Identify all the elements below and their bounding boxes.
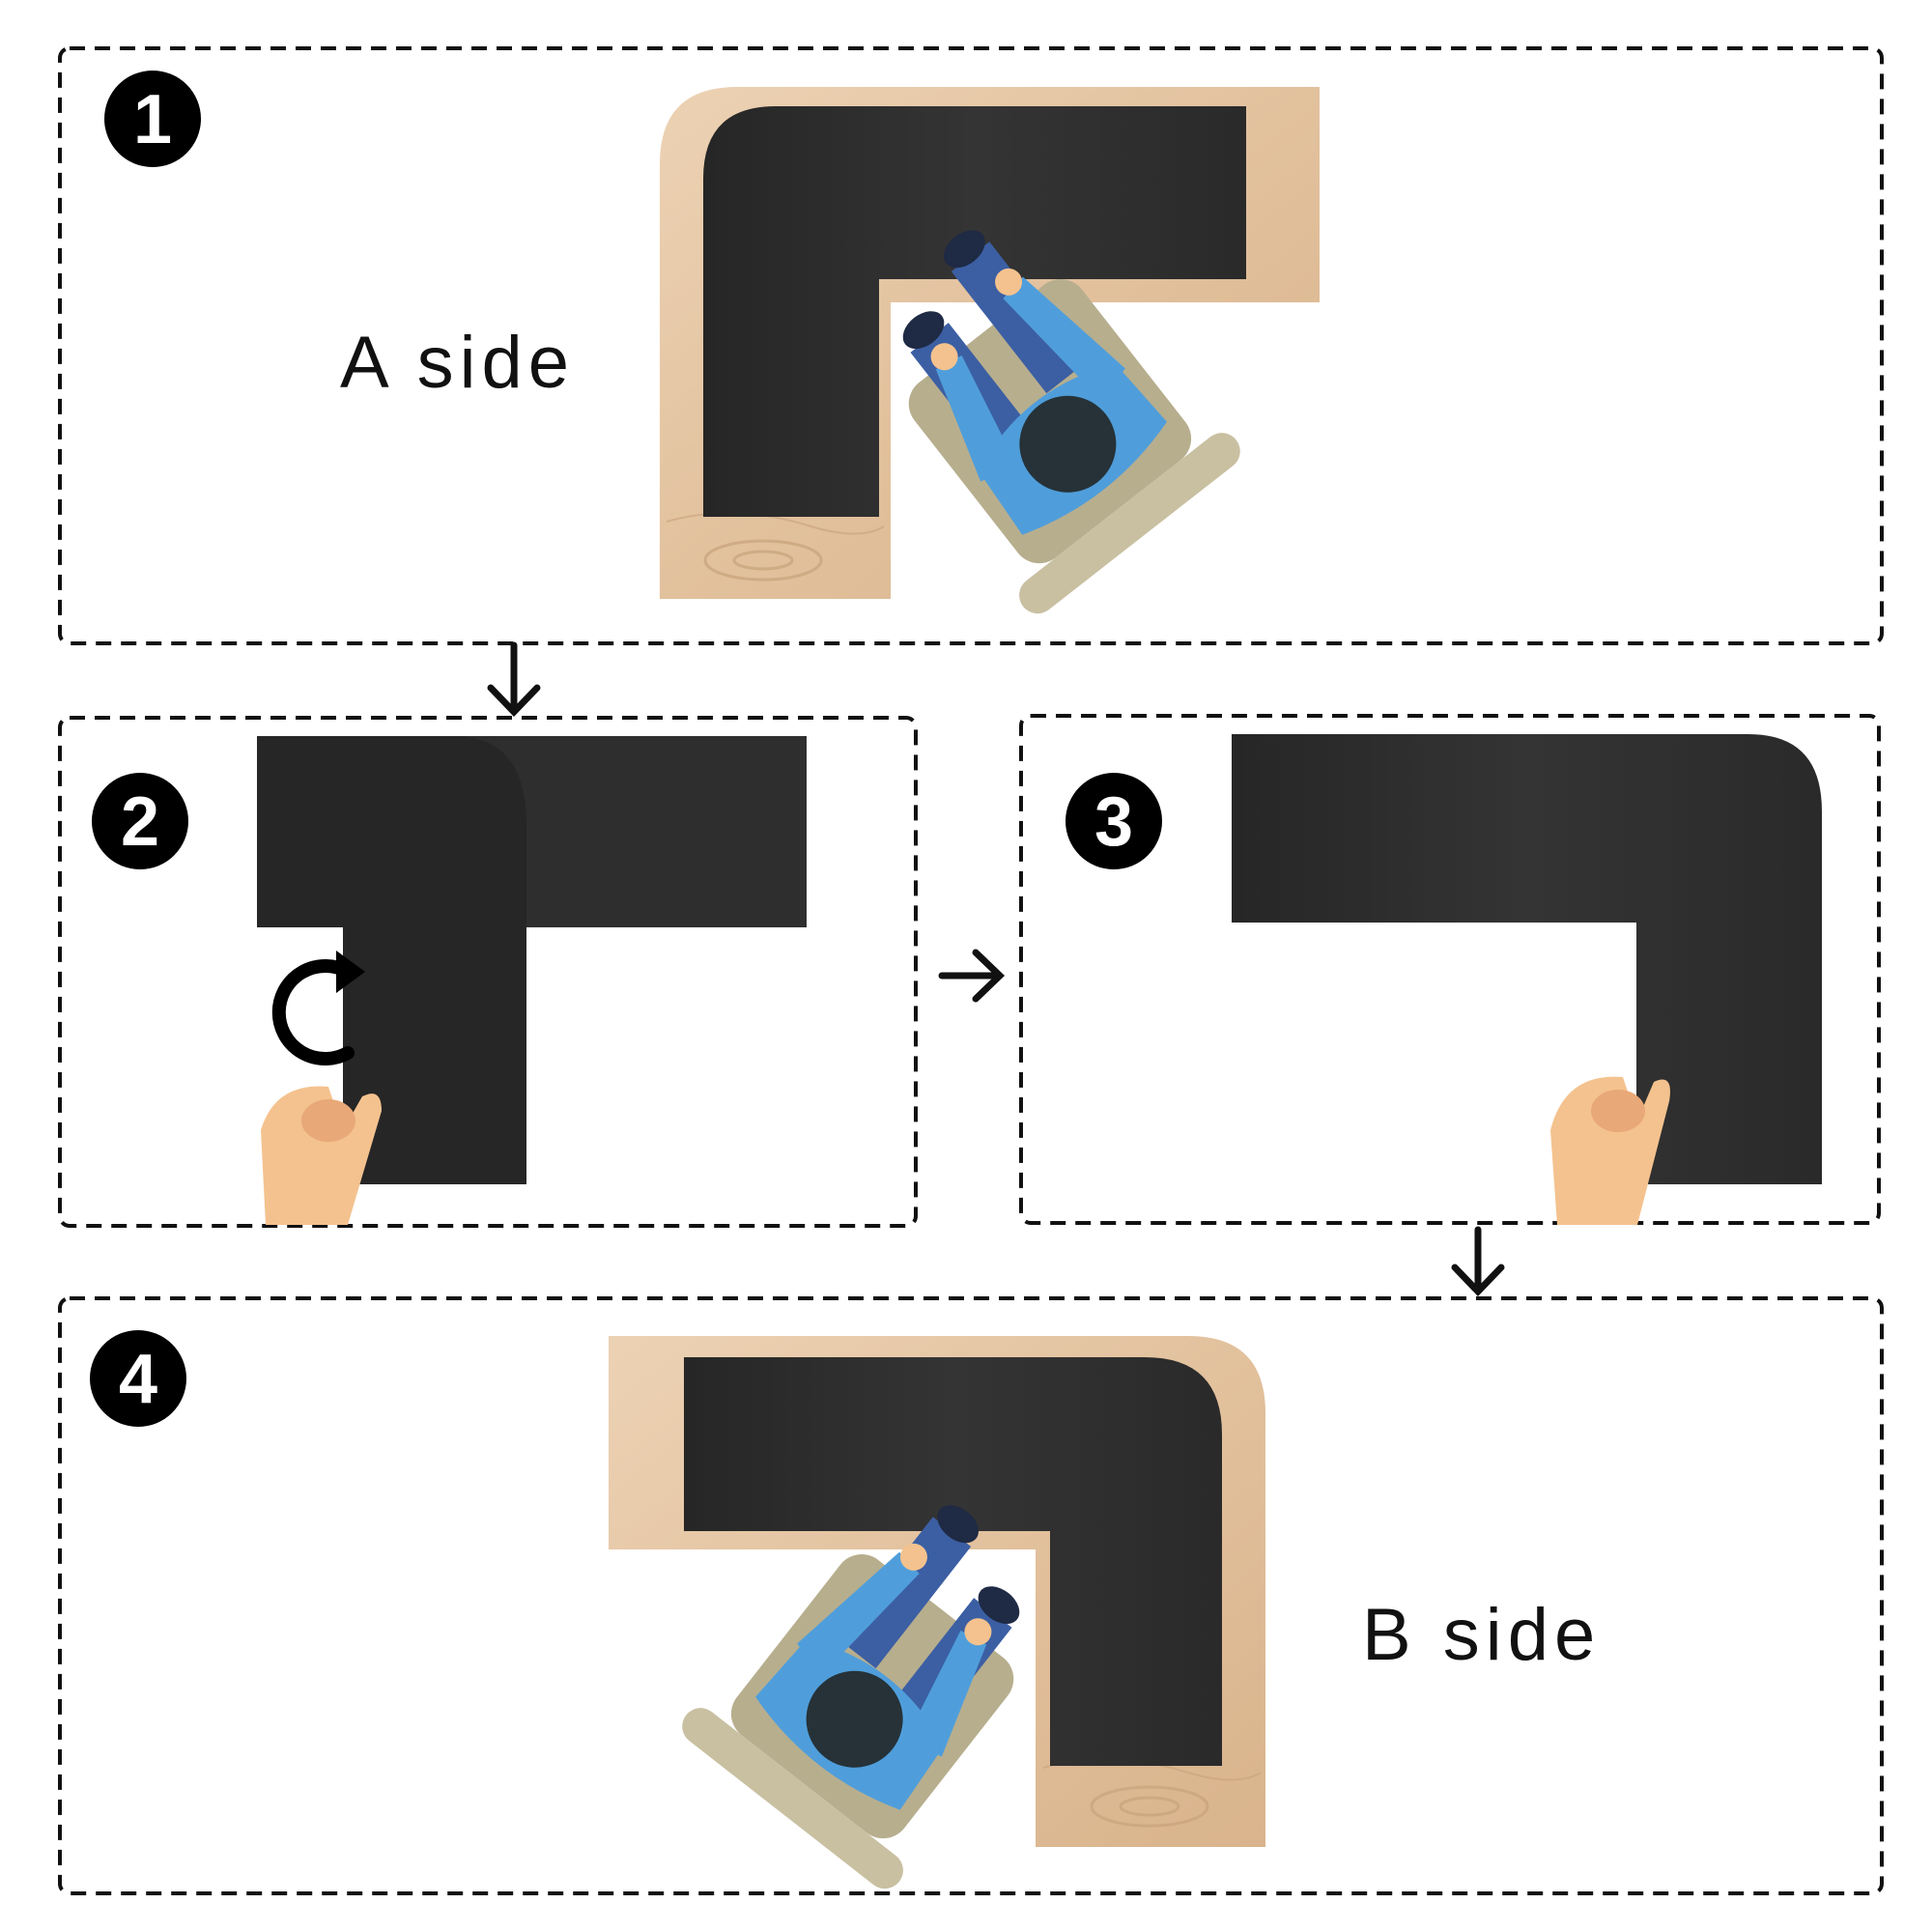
- step-number: 3: [1094, 783, 1133, 861]
- a-side-label: A side: [340, 322, 575, 404]
- step-3-badge: 3: [1065, 773, 1162, 869]
- person-at-desk-icon: [902, 230, 1240, 614]
- mat-flipped: [1232, 734, 1822, 1184]
- hand-icon: [1550, 1076, 1670, 1225]
- step-1-badge: 1: [104, 71, 201, 167]
- desk-mat: [703, 106, 1246, 517]
- arrow-down-icon: [1451, 1226, 1505, 1297]
- step-number: 4: [119, 1341, 157, 1418]
- desk-mat: [684, 1357, 1222, 1766]
- mat-underside-flap: [454, 736, 807, 927]
- person-at-desk-icon: [682, 1505, 1020, 1889]
- mat-folding: [257, 736, 526, 1184]
- step-4-badge: 4: [90, 1330, 186, 1427]
- b-side-label: B side: [1362, 1594, 1601, 1676]
- arrow-down-icon: [487, 641, 541, 718]
- step-number: 1: [133, 81, 172, 158]
- panel-step-2: [58, 716, 918, 1228]
- step-2-badge: 2: [92, 773, 188, 869]
- step-number: 2: [121, 783, 159, 861]
- arrow-right-icon: [938, 949, 1006, 1003]
- hand-icon: [261, 1086, 382, 1225]
- rotate-icon: [271, 951, 365, 1065]
